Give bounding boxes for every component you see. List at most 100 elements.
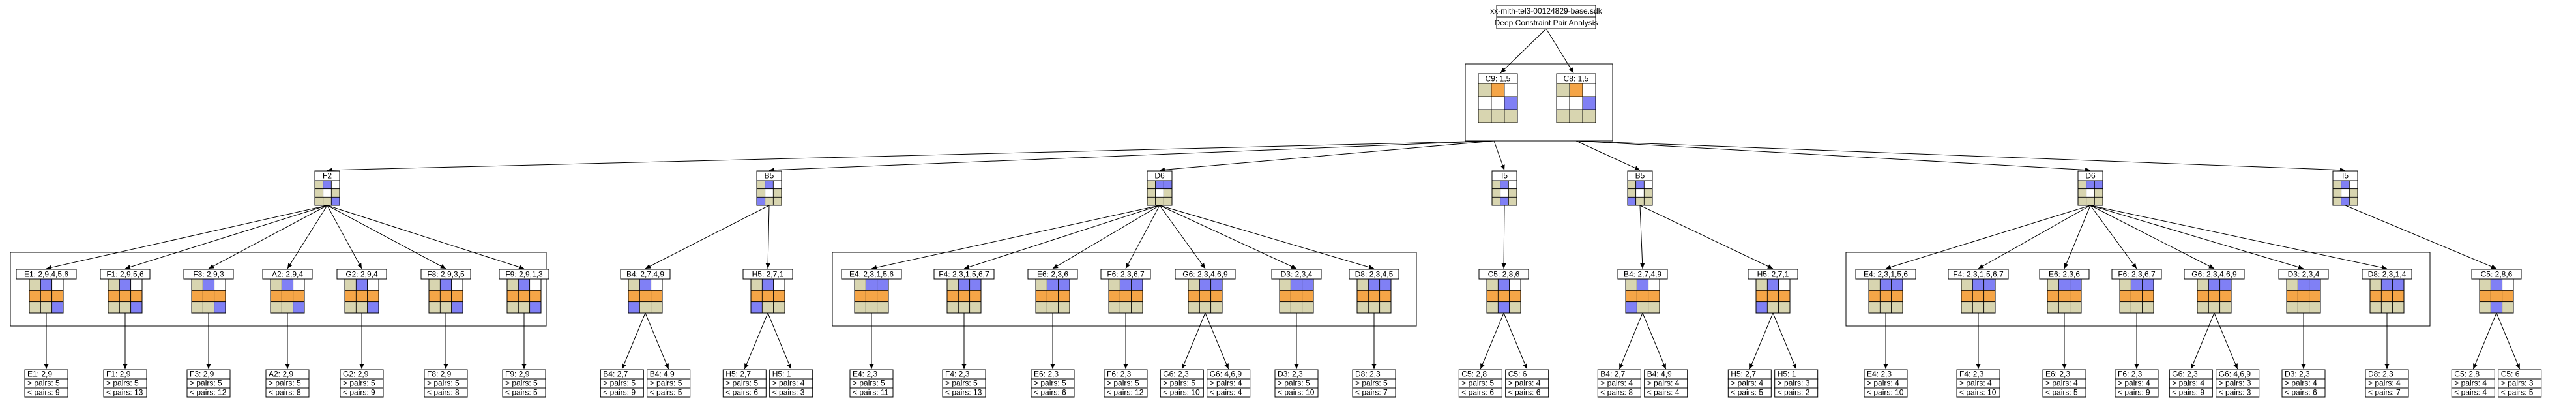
mini-grid [1147,180,1173,206]
arrowhead [1619,363,1624,369]
l1-edge [2090,205,2215,269]
leaf-node: G6: 2,3> pairs: 4< pairs: 9 [2169,369,2213,398]
grid-cell [1368,301,1381,314]
grid-cell [2047,301,2059,314]
grid-cell [281,290,294,303]
grid-cell [1210,278,1223,291]
level1-node: B5 [1627,170,1653,206]
mini-grid [2479,278,2514,314]
leaf-edge [2472,312,2497,370]
grid-cell [756,196,766,206]
grid-cell [428,301,441,314]
leaf-row-text: > pairs: 4 [1508,379,1541,388]
leaf-row-text: C5: 6 [2501,370,2520,379]
leaf-row-text: B4: 4,9 [650,370,675,379]
group-edge [1159,140,1495,171]
grid-cell [1556,83,1570,97]
root-edge [1545,28,1574,74]
leaf-row-text: > pairs: 5 [853,379,885,388]
grid-cell [314,196,324,206]
grid-cell [1500,188,1509,198]
arrowhead [2064,263,2069,269]
leaf-row-text: < pairs: 9 [343,388,375,397]
grid-cell [1290,290,1303,303]
arrowhead [44,364,49,369]
grid-cell [1972,301,1985,314]
grid-cell [2058,301,2071,314]
leaf-row-box [600,387,644,398]
grid-cell [1491,196,1501,206]
grid-border [1627,180,1653,206]
grid-cell [130,278,143,291]
grid-cell [330,180,340,190]
leaf-row-box [1597,387,1641,398]
grid-cell [1368,290,1381,303]
grid-cell [1868,290,1881,303]
arrowhead [664,363,669,369]
leaf-row-box [186,387,231,398]
grid-cell [750,301,763,314]
grid-cell [1046,301,1059,314]
leaf-row-text: > pairs: 5 [427,379,460,388]
grid-cell [2286,278,2298,291]
leaf-row-text: F6: 2,3 [2118,370,2143,379]
arrowhead [359,364,364,369]
leaf-row-text: < pairs: 4 [1647,388,1680,397]
leaf-node: D8: 2,3> pairs: 5< pairs: 7 [1352,369,1396,398]
l1-edge [1052,205,1160,269]
arrowhead [1976,364,1981,369]
level1-node: I5 [2332,170,2358,206]
grid-cell [451,290,463,303]
level2-node: E4: 2,3,1,5,6 [841,269,902,314]
leaf-row-text: < pairs: 6 [2285,388,2317,397]
node-label: E1: 2,9,4,5,6 [24,270,68,279]
grid-cell [2502,290,2514,303]
grid-cell [2297,278,2310,291]
grid-cell [1497,301,1510,314]
leaf-row-text: H5: 2,7 [1731,370,1756,379]
grid-cell [1119,278,1132,291]
mini-grid [506,278,542,314]
top-group-node: C9: 1,5 [1478,73,1518,123]
grid-cell [293,301,305,314]
grid-cell [877,290,889,303]
level2-node: G6: 2,3,4,6,9 [2184,269,2245,314]
grid-cell [1058,301,1070,314]
leaf-row-box [1274,387,1319,398]
grid-cell [2369,278,2382,291]
mini-grid [1486,278,1521,314]
grid-cell [1500,180,1509,190]
grid-cell [2219,290,2232,303]
leaf-edge [1205,312,1229,370]
arrowhead [622,363,626,369]
leaf-row-text: < pairs: 11 [853,388,889,397]
arrowhead [2191,363,2195,369]
leaf-row-box [1864,387,1908,398]
leaf-node: H5: 1> pairs: 4< pairs: 3 [769,369,813,398]
grid-cell [330,196,340,206]
grid-cell [2479,301,2491,314]
leaf-row-text: F8: 2,9 [427,370,452,379]
level2-node: E6: 2,3,6 [1027,269,1078,314]
grid-border [946,278,982,314]
grid-cell [1199,301,1212,314]
node-label: D3: 2,3,4 [1281,270,1313,279]
arrowhead [287,263,293,269]
grid-border [314,180,340,206]
grid-cell [2479,278,2491,291]
arrowhead [2515,363,2520,369]
leaf-row-text: < pairs: 13 [945,388,982,397]
leaf-row-text: > pairs: 4 [1647,379,1680,388]
node-label: F6: 2,3,6,7 [1107,270,1145,279]
leaf-row-text: > pairs: 3 [2501,379,2534,388]
arrowhead [1500,164,1505,170]
grid-cell [323,180,332,190]
l1-edge [1159,205,1297,269]
grid-cell [1582,96,1596,110]
l1-edge [1159,205,1206,269]
mini-grid [29,278,64,314]
l1-edge [327,205,362,269]
